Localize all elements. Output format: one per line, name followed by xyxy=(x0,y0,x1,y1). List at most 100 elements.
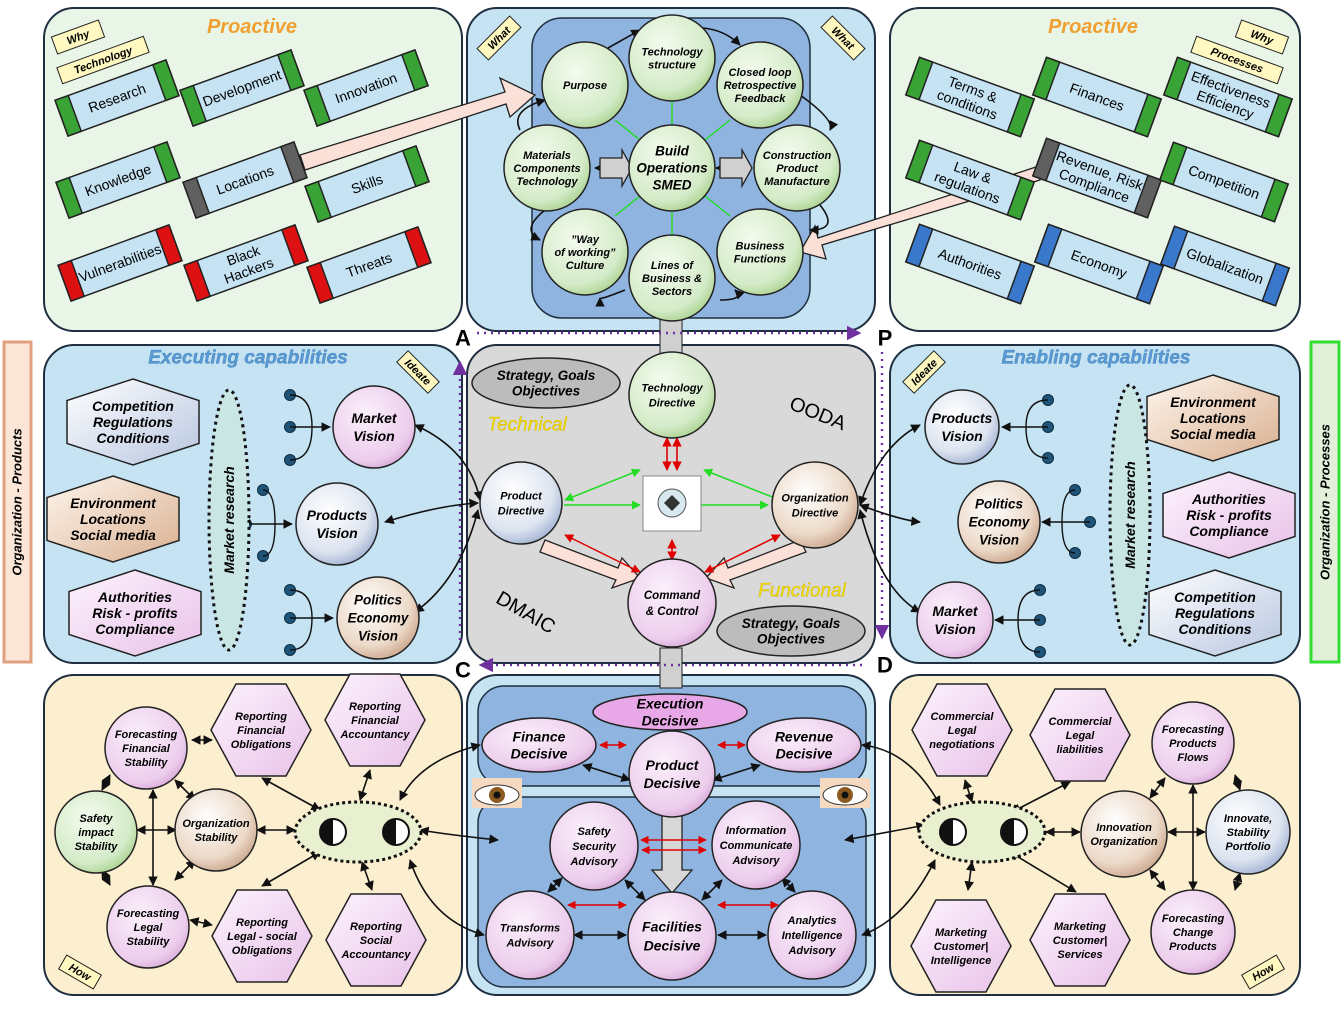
connector xyxy=(1011,781,1071,813)
information-communicate-advisory-shape xyxy=(711,800,801,890)
execution-decisive-shape xyxy=(592,693,748,731)
connector xyxy=(530,209,546,241)
connector xyxy=(261,851,321,887)
connector xyxy=(1149,869,1166,891)
connector xyxy=(360,861,374,891)
connector xyxy=(262,489,276,525)
spine-bottom xyxy=(659,647,683,689)
letter-d: D xyxy=(877,653,893,678)
connector xyxy=(701,879,723,901)
side-bar-right xyxy=(1309,340,1341,664)
connector xyxy=(1025,399,1049,428)
market-research-right: Market research xyxy=(1122,461,1138,568)
connector xyxy=(781,877,796,893)
connector xyxy=(289,589,313,619)
revenue-decisive-shape xyxy=(746,717,862,773)
organization-stability-shape xyxy=(174,788,258,872)
connector xyxy=(564,468,641,502)
products-vision-right-shape xyxy=(924,389,1000,465)
connector xyxy=(704,534,781,573)
eye-pupil xyxy=(841,791,849,799)
hex-competition-right-shape xyxy=(1148,569,1282,657)
safety-impact-shape xyxy=(54,790,138,874)
hex-authorities-risk-shape xyxy=(68,569,202,657)
organization-directive-shape xyxy=(771,461,859,549)
executing-capabilities-title: Executing capabilities xyxy=(148,348,348,369)
connector xyxy=(702,27,741,46)
letter-p: P xyxy=(878,326,893,351)
hex-authorities-right-shape xyxy=(1162,471,1296,559)
connector xyxy=(1061,521,1076,554)
technology-directive-shape xyxy=(628,351,716,439)
connector xyxy=(1149,777,1166,799)
connector xyxy=(399,742,481,801)
way-of-working-shape xyxy=(541,208,629,296)
hex-competition-regulations-shape xyxy=(66,378,200,466)
connector xyxy=(384,498,479,525)
connector xyxy=(704,195,731,217)
connector xyxy=(1025,426,1049,459)
connector xyxy=(189,917,213,928)
connector xyxy=(414,424,484,501)
half-circle-fill xyxy=(1001,819,1014,845)
business-functions-shape xyxy=(716,208,804,296)
connector xyxy=(799,94,839,131)
proactive-title-right: Proactive xyxy=(1048,16,1138,38)
connector xyxy=(614,119,641,141)
connector xyxy=(624,879,646,901)
forecasting-financial-shape xyxy=(104,706,188,790)
enabling-capabilities-title: Enabling capabilities xyxy=(1002,348,1191,369)
tube-finances: Finances xyxy=(1031,56,1163,138)
side-label-right: Organization - Processes xyxy=(1318,424,1333,580)
forecasting-legal-shape xyxy=(106,885,190,969)
forecasting-products-flows-shape xyxy=(1151,701,1235,785)
tube-skills: Skills xyxy=(304,145,430,223)
connector xyxy=(703,468,781,502)
hex-reporting-financial-obligations-shape xyxy=(210,683,312,777)
finance-decisive-shape xyxy=(481,717,597,773)
tube-economy: Economy xyxy=(1033,223,1165,305)
connector xyxy=(1017,589,1041,621)
materials-components-shape xyxy=(503,124,591,212)
connector xyxy=(964,861,976,891)
connector xyxy=(419,826,499,844)
connector xyxy=(861,859,936,937)
innovate-stability-portfolio-shape xyxy=(1205,789,1291,875)
connector xyxy=(414,509,481,613)
connector xyxy=(358,769,372,801)
what-tag-left: What xyxy=(476,15,522,61)
transforms-advisory-shape xyxy=(485,890,575,980)
arrow-right-inner xyxy=(719,147,753,189)
why-tag-right: Why xyxy=(1234,19,1290,55)
monitor-oval-right xyxy=(917,800,1047,864)
connector xyxy=(809,204,829,235)
